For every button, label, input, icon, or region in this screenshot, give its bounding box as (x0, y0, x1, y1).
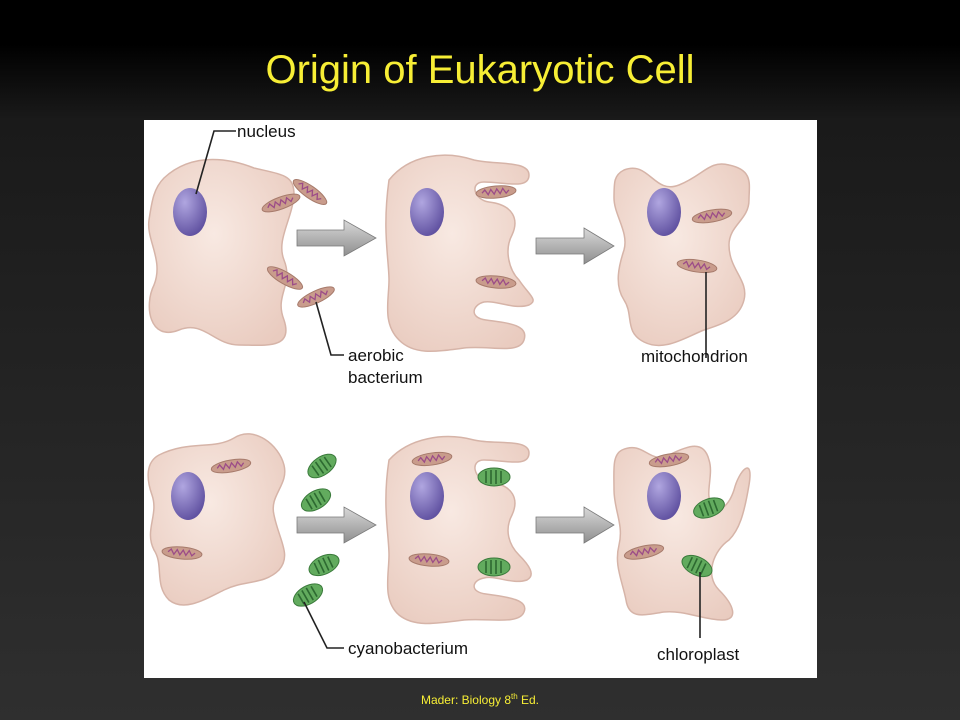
nucleus-icon (410, 472, 444, 520)
engulfing-cell-bottom (385, 435, 532, 625)
cyanobacterium-icon (477, 467, 511, 487)
arrow-icon (535, 506, 615, 544)
nucleus-icon (173, 188, 207, 236)
citation-text: Mader: Biology 8 (420, 693, 511, 707)
host-cell-bottom (147, 433, 286, 606)
label-chloroplast: chloroplast (657, 645, 739, 664)
cyanobacterium-icon (477, 557, 511, 577)
citation-suffix: Ed. (517, 693, 540, 707)
arrow-icon (296, 506, 377, 544)
engulfing-cell-top (385, 154, 534, 352)
host-cell-top (147, 158, 295, 347)
endosymbiosis-diagram: nucleus aerobic bacterium mitochondrion … (144, 120, 817, 678)
nucleus-icon (171, 472, 205, 520)
aerobic-bacterium-icon (289, 174, 331, 210)
label-nucleus: nucleus (237, 122, 296, 141)
nucleus-icon (647, 472, 681, 520)
label-aerobic: aerobic (348, 346, 404, 365)
eukaryotic-cell-mitochondrion (613, 163, 751, 347)
label-bacterium: bacterium (348, 368, 423, 387)
aerobic-leader-line (315, 301, 344, 356)
label-cyanobacterium: cyanobacterium (348, 639, 468, 658)
eukaryotic-cell-chloroplast (613, 445, 751, 621)
cyanobacterium-leader-line (303, 601, 344, 649)
diagram-svg: nucleus aerobic bacterium mitochondrion … (147, 122, 751, 664)
slide-title: Origin of Eukaryotic Cell (265, 48, 695, 92)
arrow-icon (535, 227, 615, 265)
nucleus-icon (647, 188, 681, 236)
nucleus-leader-line (195, 130, 236, 195)
nucleus-icon (410, 188, 444, 236)
citation-superscript: th (511, 692, 518, 701)
citation: Mader: Biology 8th Ed. (0, 692, 960, 708)
cyanobacterium-icon (288, 578, 328, 612)
cyanobacterium-icon (304, 549, 344, 581)
cyanobacterium-icon (302, 448, 342, 484)
label-mitochondrion: mitochondrion (641, 347, 748, 366)
arrow-icon (296, 219, 377, 257)
cyanobacterium-icon (296, 483, 336, 517)
aerobic-bacterium-icon (474, 183, 518, 201)
